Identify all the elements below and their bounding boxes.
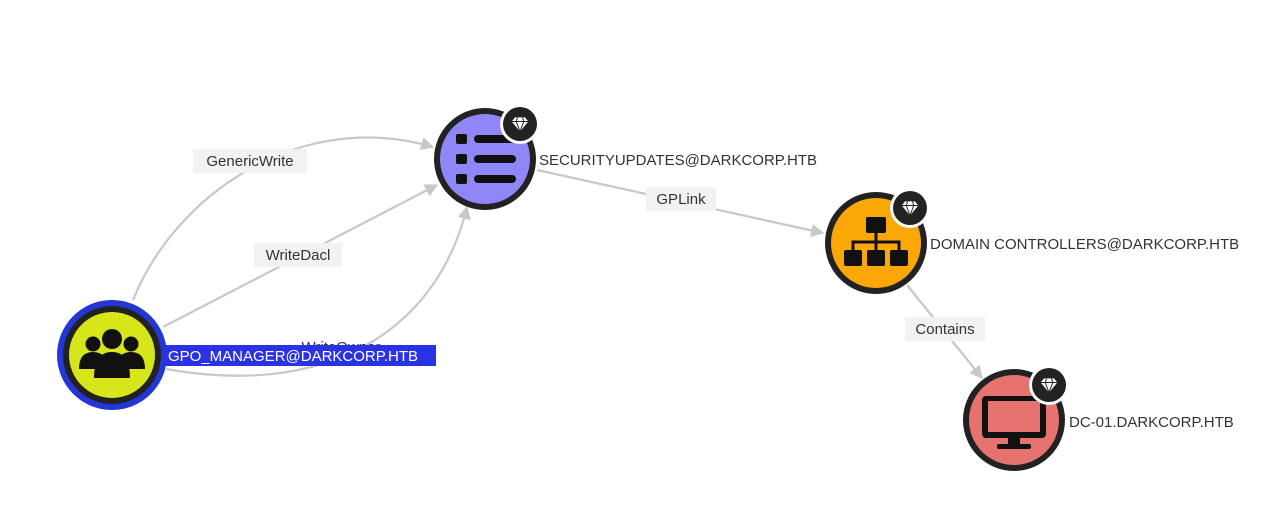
edge-generic-write[interactable]: GenericWrite xyxy=(131,136,435,301)
node-label: DOMAIN CONTROLLERS@DARKCORP.HTB xyxy=(930,236,1239,253)
node-gpo-manager[interactable]: GPO_MANAGER@DARKCORP.HTB xyxy=(57,300,436,410)
edge-label: Contains xyxy=(915,321,974,338)
sitemap-icon xyxy=(844,217,908,266)
node-label-highlight xyxy=(166,345,436,366)
node-label: DC-01.DARKCORP.HTB xyxy=(1069,414,1234,431)
edge-label: GPLink xyxy=(656,191,706,208)
edge-write-dacl[interactable]: WriteDacl xyxy=(162,184,439,328)
list-icon xyxy=(456,134,516,184)
monitor-icon xyxy=(982,396,1046,449)
node-domain-controllers[interactable]: DOMAIN CONTROLLERS@DARKCORP.HTB xyxy=(825,188,1239,294)
node-securityupdates[interactable]: SECURITYUPDATES@DARKCORP.HTB xyxy=(434,104,817,210)
users-icon xyxy=(79,329,145,378)
node-dc01[interactable]: DC-01.DARKCORP.HTB xyxy=(963,365,1234,471)
gem-icon xyxy=(890,188,930,228)
gem-icon xyxy=(1029,365,1069,405)
edge-label: WriteDacl xyxy=(266,247,331,264)
node-label: SECURITYUPDATES@DARKCORP.HTB xyxy=(539,152,817,169)
node-label: GPO_MANAGER@DARKCORP.HTB xyxy=(168,348,418,365)
edge-gplink[interactable]: GPLink xyxy=(536,168,825,237)
edge-contains[interactable]: Contains xyxy=(905,284,985,380)
edge-label: GenericWrite xyxy=(206,153,293,170)
gem-icon xyxy=(500,104,540,144)
